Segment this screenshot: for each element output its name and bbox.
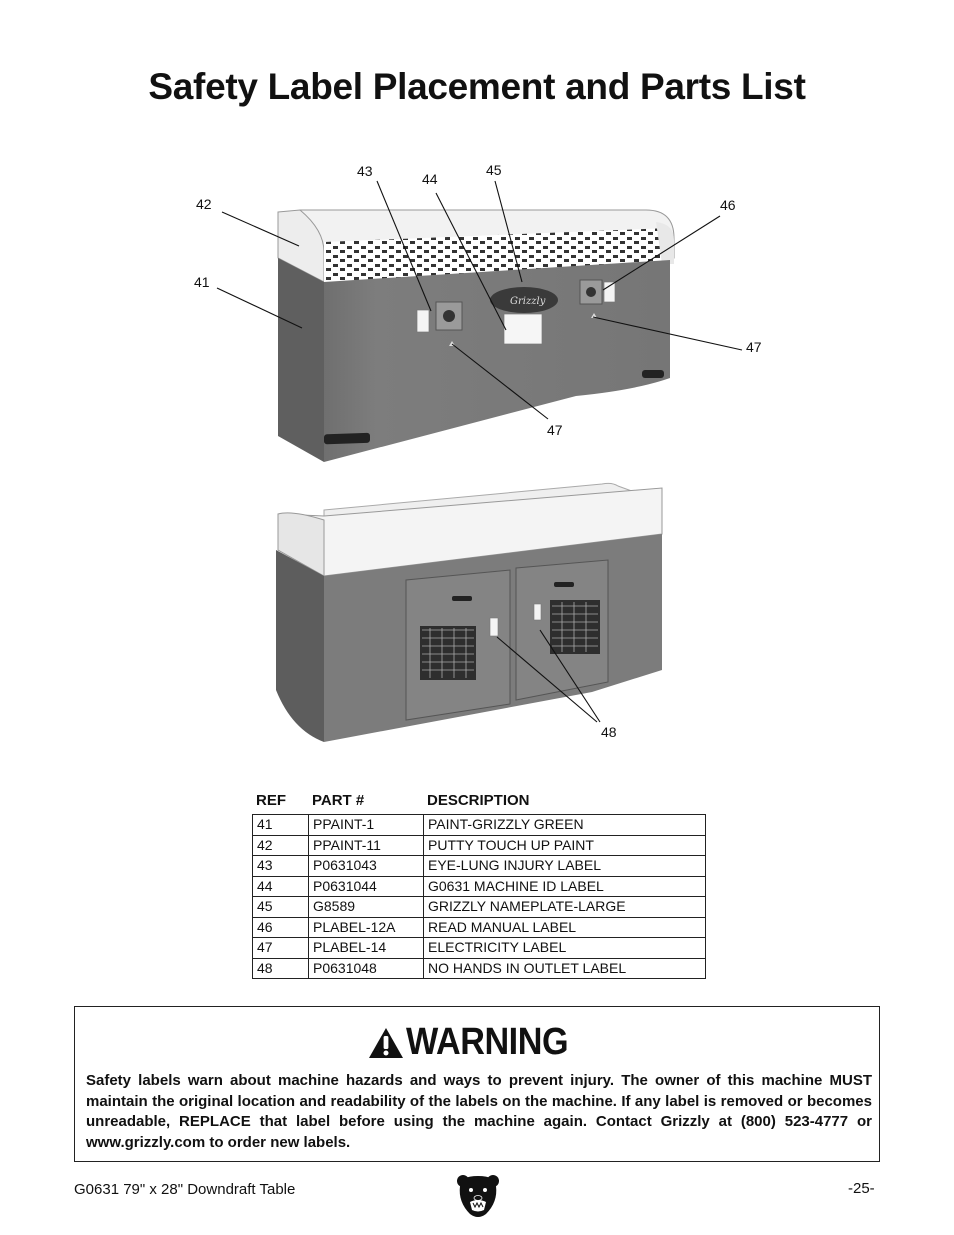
ref-cell: 44 — [252, 875, 309, 897]
parts-header-description: DESCRIPTION — [427, 792, 530, 809]
table-row: 45 G8589 GRIZZLY NAMEPLATE-LARGE — [252, 896, 706, 918]
part-number-cell: P0631048 — [308, 957, 424, 979]
description-cell: PAINT-GRIZZLY GREEN — [423, 814, 706, 836]
warning-text: Safety labels warn about machine hazards… — [86, 1072, 872, 1151]
description-cell: ELECTRICITY LABEL — [423, 937, 706, 959]
ref-cell: 45 — [252, 896, 309, 918]
warning-box: WARNING Safety labels warn about machine… — [74, 1006, 880, 1162]
warning-title: WARNING — [405, 1021, 569, 1063]
table-row: 44 P0631044 G0631 MACHINE ID LABEL — [252, 875, 706, 897]
callout-leader-lines — [216, 180, 743, 723]
warning-header: WARNING — [75, 1021, 879, 1064]
description-cell: NO HANDS IN OUTLET LABEL — [423, 957, 706, 979]
part-number-cell: PLABEL-12A — [308, 916, 424, 938]
part-number-cell: PLABEL-14 — [308, 937, 424, 959]
svg-text:Grizzly: Grizzly — [510, 296, 546, 307]
description-cell: EYE-LUNG INJURY LABEL — [423, 855, 706, 877]
callout-46: 46 — [720, 197, 736, 213]
parts-header-ref: REF — [256, 792, 286, 809]
table-row: 41 PPAINT-1 PAINT-GRIZZLY GREEN — [252, 814, 706, 836]
downdraft-table-back-illustration — [276, 482, 663, 742]
ref-cell: 43 — [252, 855, 309, 877]
ref-cell: 42 — [252, 834, 309, 856]
description-cell: PUTTY TOUCH UP PAINT — [423, 834, 706, 856]
footer-page-number: -25- — [848, 1180, 875, 1197]
description-cell: G0631 MACHINE ID LABEL — [423, 875, 706, 897]
ref-cell: 47 — [252, 937, 309, 959]
ref-cell: 46 — [252, 916, 309, 938]
callout-41: 41 — [194, 274, 210, 290]
table-row: 42 PPAINT-11 PUTTY TOUCH UP PAINT — [252, 834, 706, 856]
description-cell: READ MANUAL LABEL — [423, 916, 706, 938]
page-title: Safety Label Placement and Parts List — [148, 66, 806, 107]
downdraft-table-front-illustration: Grizzly — [277, 209, 675, 462]
table-row: 48 P0631048 NO HANDS IN OUTLET LABEL — [252, 957, 706, 979]
part-number-cell: PPAINT-11 — [308, 834, 424, 856]
table-row: 47 PLABEL-14 ELECTRICITY LABEL — [252, 937, 706, 959]
part-number-cell: P0631044 — [308, 875, 424, 897]
table-row: 43 P0631043 EYE-LUNG INJURY LABEL — [252, 855, 706, 877]
grizzly-bear-logo-icon — [457, 1175, 499, 1217]
callout-47-bottom: 47 — [547, 422, 563, 438]
callout-48: 48 — [601, 724, 617, 740]
callout-44: 44 — [422, 171, 438, 187]
callout-47-right: 47 — [746, 339, 762, 355]
footer-manual-name: G0631 79" x 28" Downdraft Table — [74, 1181, 296, 1198]
callout-42: 42 — [196, 196, 212, 212]
parts-header-part: PART # — [312, 792, 365, 809]
description-cell: GRIZZLY NAMEPLATE-LARGE — [423, 896, 706, 918]
ref-cell: 41 — [252, 814, 309, 836]
ref-cell: 48 — [252, 957, 309, 979]
callout-45: 45 — [486, 162, 502, 178]
warning-triangle-icon — [368, 1027, 403, 1058]
parts-table: 41 PPAINT-1 PAINT-GRIZZLY GREEN 42 PPAIN… — [252, 814, 706, 979]
part-number-cell: P0631043 — [308, 855, 424, 877]
part-number-cell: PPAINT-1 — [308, 814, 424, 836]
part-number-cell: G8589 — [308, 896, 424, 918]
table-row: 46 PLABEL-12A READ MANUAL LABEL — [252, 916, 706, 938]
callout-43: 43 — [357, 163, 373, 179]
